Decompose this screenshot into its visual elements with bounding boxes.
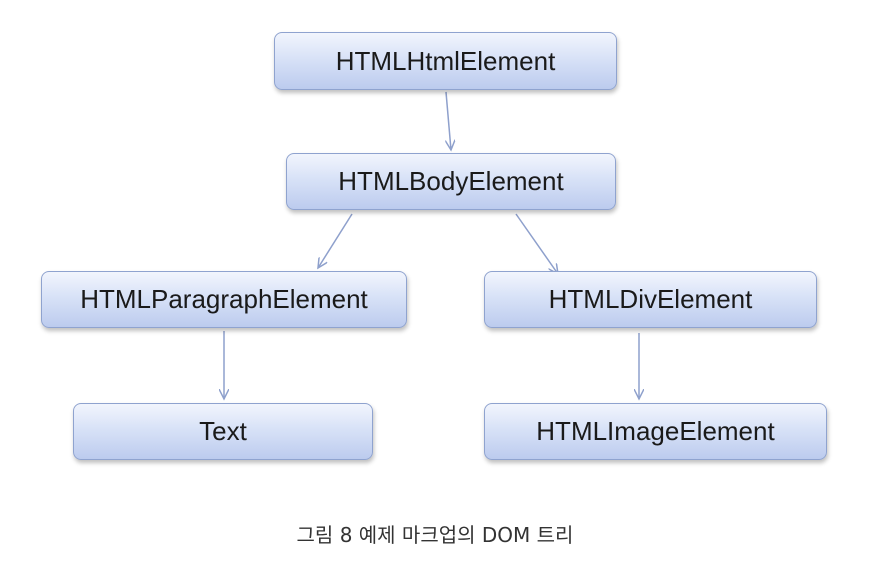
figure-caption: 그림 8 예제 마크업의 DOM 트리 [296,523,574,547]
node-text: Text [73,403,373,460]
node-html-element: HTMLHtmlElement [274,32,617,90]
connector-body-div [515,213,558,274]
node-paragraph-element: HTMLParagraphElement [41,271,407,328]
connector-html-body [446,91,451,150]
node-div-element: HTMLDivElement [484,271,817,328]
connector-body-paragraph [318,213,353,268]
node-body-element: HTMLBodyElement [286,153,616,210]
node-image-element: HTMLImageElement [484,403,827,460]
